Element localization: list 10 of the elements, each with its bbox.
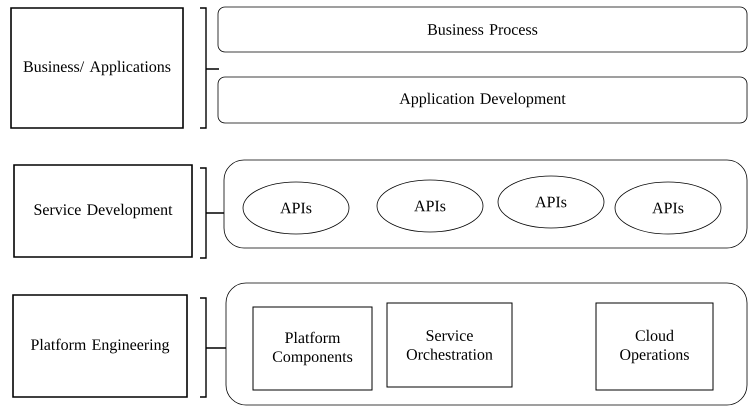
component-box: Cloud Operations xyxy=(596,302,714,390)
component-box: Platform Components xyxy=(252,306,372,390)
layer-box: Business/ Applications xyxy=(10,7,184,129)
layer-box: Application Development xyxy=(218,76,748,124)
component-box: Service Orchestration xyxy=(386,302,512,388)
layer-box: Business Process xyxy=(218,6,748,52)
layer-box: Service Development xyxy=(13,164,193,258)
layer-box: Platform Engineering xyxy=(12,294,188,398)
group-box xyxy=(224,160,748,248)
group-box xyxy=(226,282,748,406)
